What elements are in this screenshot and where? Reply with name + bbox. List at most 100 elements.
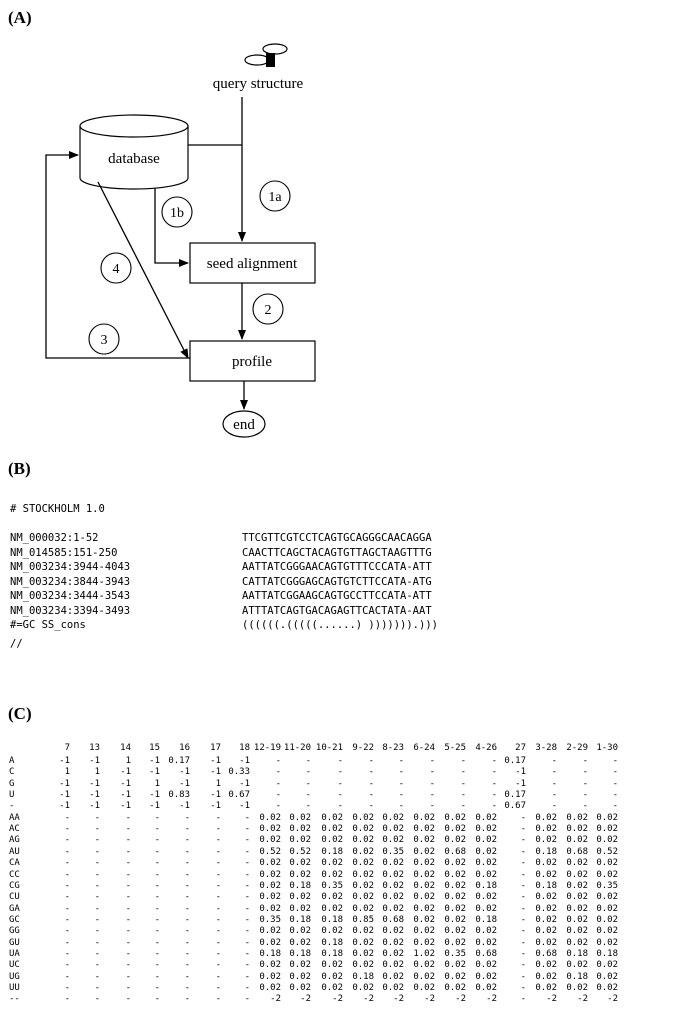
table-cell: - <box>64 914 70 925</box>
table-cell: 0.02 <box>444 983 466 993</box>
table-cell: - <box>154 914 160 925</box>
row-label: -- <box>9 994 20 1005</box>
table-cell: 0.18 <box>259 948 281 959</box>
table-cell: - <box>94 914 100 925</box>
table-cell: - <box>94 824 100 835</box>
table-cell: 0.02 <box>382 869 404 880</box>
table-cell: - <box>94 983 100 993</box>
table-cell: 0.02 <box>259 971 281 982</box>
table-cell: 0.02 <box>289 937 311 948</box>
table-cell: 0.02 <box>259 858 281 869</box>
column-header: 14 <box>120 743 131 753</box>
table-cell: - <box>244 812 250 823</box>
table-cell: - <box>520 983 526 993</box>
table-cell: - <box>184 926 190 937</box>
table-cell: - <box>125 937 131 948</box>
table-cell: - <box>305 767 311 778</box>
svg-text:2: 2 <box>265 303 272 318</box>
table-cell: 0.02 <box>321 835 343 846</box>
table-cell: - <box>244 926 250 937</box>
table-cell: 0.02 <box>382 971 404 982</box>
table-cell: 0.35 <box>382 846 404 857</box>
table-cell: - <box>244 971 250 982</box>
table-cell: - <box>244 994 250 1005</box>
alignment-row-id: NM_000032:1-52 <box>10 532 99 544</box>
table-cell: - <box>184 983 190 993</box>
table-cell: - <box>184 903 190 914</box>
table-cell: - <box>125 858 131 869</box>
table-cell: - <box>94 994 100 1005</box>
table-cell: - <box>337 756 343 766</box>
table-cell: - <box>154 824 160 835</box>
table-cell: - <box>368 756 374 766</box>
table-cell: 0.02 <box>596 983 618 993</box>
table-cell: - <box>184 858 190 869</box>
table-cell: 0.02 <box>289 858 311 869</box>
table-cell: - <box>125 971 131 982</box>
table-cell: 0.02 <box>596 971 618 982</box>
table-cell: 0.02 <box>596 824 618 835</box>
row-label: GG <box>9 926 20 937</box>
table-cell: 0.02 <box>535 835 557 846</box>
alignment-row-id: NM_003234:3444-3543 <box>10 590 131 602</box>
table-cell: 0.02 <box>475 812 497 823</box>
column-header: 5-25 <box>444 743 466 753</box>
table-cell: - <box>64 812 70 823</box>
table-cell: 0.02 <box>596 812 618 823</box>
table-cell: - <box>368 790 374 801</box>
table-cell: 0.02 <box>535 914 557 925</box>
table-cell: 0.02 <box>475 960 497 971</box>
table-cell: -1 <box>210 801 221 812</box>
profile-node <box>189 340 316 382</box>
table-cell: - <box>184 914 190 925</box>
svg-text:3: 3 <box>101 333 108 348</box>
table-cell: 0.02 <box>413 937 435 948</box>
table-cell: - <box>215 846 221 857</box>
alignment-row-sequence: CATTATCGGGAGCAGTGTCTTCCATA-ATG <box>242 575 432 588</box>
table-cell: 0.02 <box>352 937 374 948</box>
table-cell: 0.02 <box>535 824 557 835</box>
table-cell: - <box>125 914 131 925</box>
table-cell: - <box>244 858 250 869</box>
column-header: 2-29 <box>566 743 588 753</box>
table-cell: 0.02 <box>596 914 618 925</box>
table-cell: 0.02 <box>475 835 497 846</box>
table-cell: 0.18 <box>566 948 588 959</box>
table-cell: 0.02 <box>596 960 618 971</box>
table-cell: 0.02 <box>352 869 374 880</box>
table-cell: 0.67 <box>504 801 526 812</box>
table-cell: 0.35 <box>321 880 343 891</box>
table-cell: - <box>64 926 70 937</box>
alignment-row-sequence: ATTTATCAGTGACAGAGTTCACTATA-AAT <box>242 604 432 617</box>
table-cell: 0.35 <box>259 914 281 925</box>
table-cell: - <box>94 937 100 948</box>
table-cell: 0.02 <box>259 812 281 823</box>
table-cell: 0.02 <box>321 971 343 982</box>
table-cell: 0.02 <box>289 892 311 903</box>
row-label: UG <box>9 971 20 982</box>
table-cell: - <box>125 846 131 857</box>
table-cell: 0.02 <box>382 926 404 937</box>
table-cell: - <box>244 983 250 993</box>
table-cell: 0.18 <box>321 948 343 959</box>
table-cell: 0.02 <box>535 869 557 880</box>
table-cell: - <box>64 869 70 880</box>
svg-text:4: 4 <box>113 262 120 277</box>
table-cell: - <box>244 914 250 925</box>
table-cell: 0.02 <box>475 892 497 903</box>
table-cell: 0.02 <box>289 960 311 971</box>
row-label: UA <box>9 948 20 959</box>
table-cell: 0.02 <box>566 824 588 835</box>
table-cell: -1 <box>149 767 160 778</box>
table-cell: 0.02 <box>566 880 588 891</box>
table-cell: -1 <box>89 778 100 789</box>
table-cell: - <box>215 903 221 914</box>
table-cell: -1 <box>239 801 250 812</box>
table-cell: 1 <box>215 778 221 789</box>
database-label: database <box>108 151 160 167</box>
table-cell: -1 <box>210 767 221 778</box>
table-cell: - <box>460 778 466 789</box>
table-cell: 0.02 <box>289 971 311 982</box>
table-cell: 0.02 <box>535 983 557 993</box>
table-cell: - <box>64 880 70 891</box>
